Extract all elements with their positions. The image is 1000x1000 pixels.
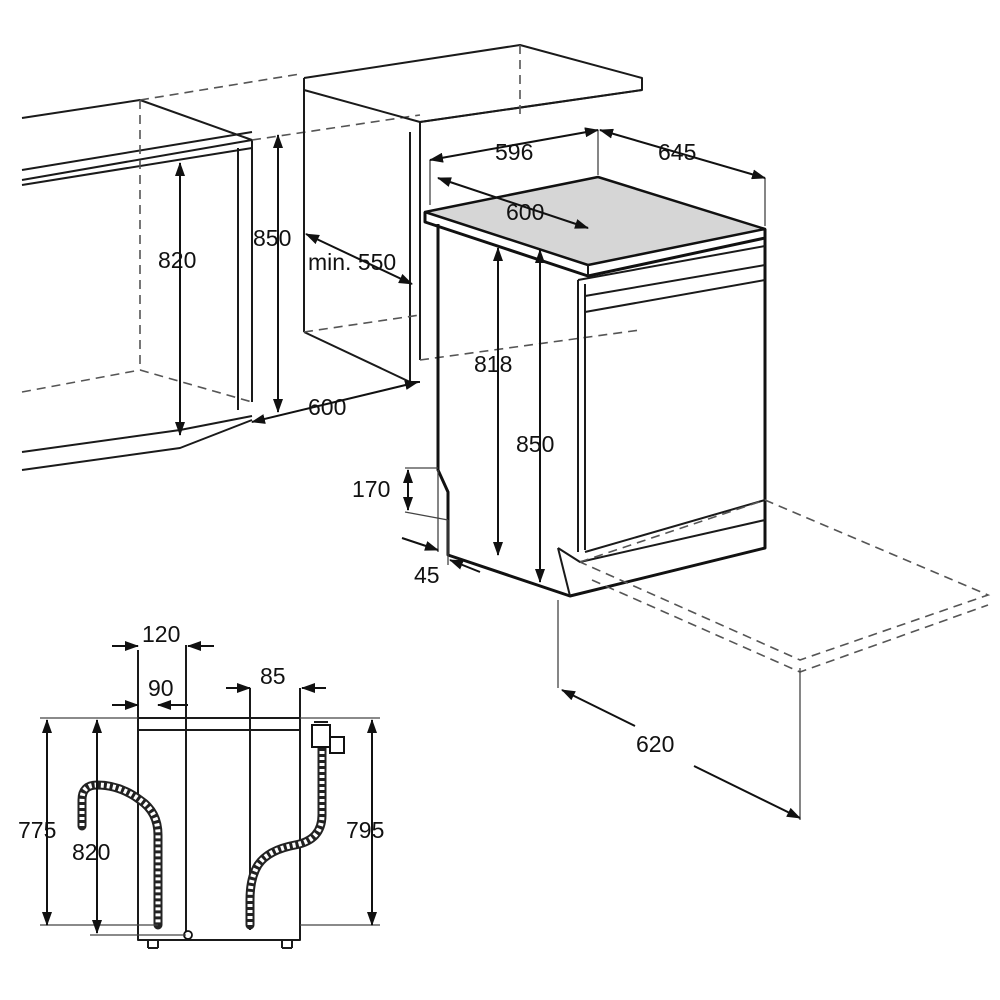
label-rear-775: 775 [18,817,56,843]
label-rear-795: 795 [346,817,384,843]
label-hose-120: 120 [142,621,180,647]
label-top-width: 600 [506,199,544,225]
drain-hose-icon [77,780,163,930]
label-appliance-depth: 645 [658,139,696,165]
label-plinth-height: 170 [352,476,390,502]
label-body-height: 818 [474,351,512,377]
labels: 820 850 min. 550 600 596 645 600 818 850… [18,139,696,865]
label-total-height: 850 [516,431,554,457]
label-plinth-depth: 45 [414,562,440,588]
inlet-hose-icon [245,721,345,930]
label-niche-width: 600 [308,394,346,420]
appliance [423,175,991,820]
label-door-open-depth: 620 [636,731,674,757]
label-hose-85: 85 [260,663,286,689]
label-appliance-width: 596 [495,139,533,165]
label-counter-height: 850 [253,225,291,251]
label-niche-height: 820 [158,247,196,273]
label-rear-820: 820 [72,839,110,865]
label-hose-90: 90 [148,675,174,701]
wall-cabinet [303,44,643,383]
dimension-lines [175,127,801,819]
rear-dimension-lines [40,641,380,936]
label-min-depth: min. 550 [308,249,396,275]
